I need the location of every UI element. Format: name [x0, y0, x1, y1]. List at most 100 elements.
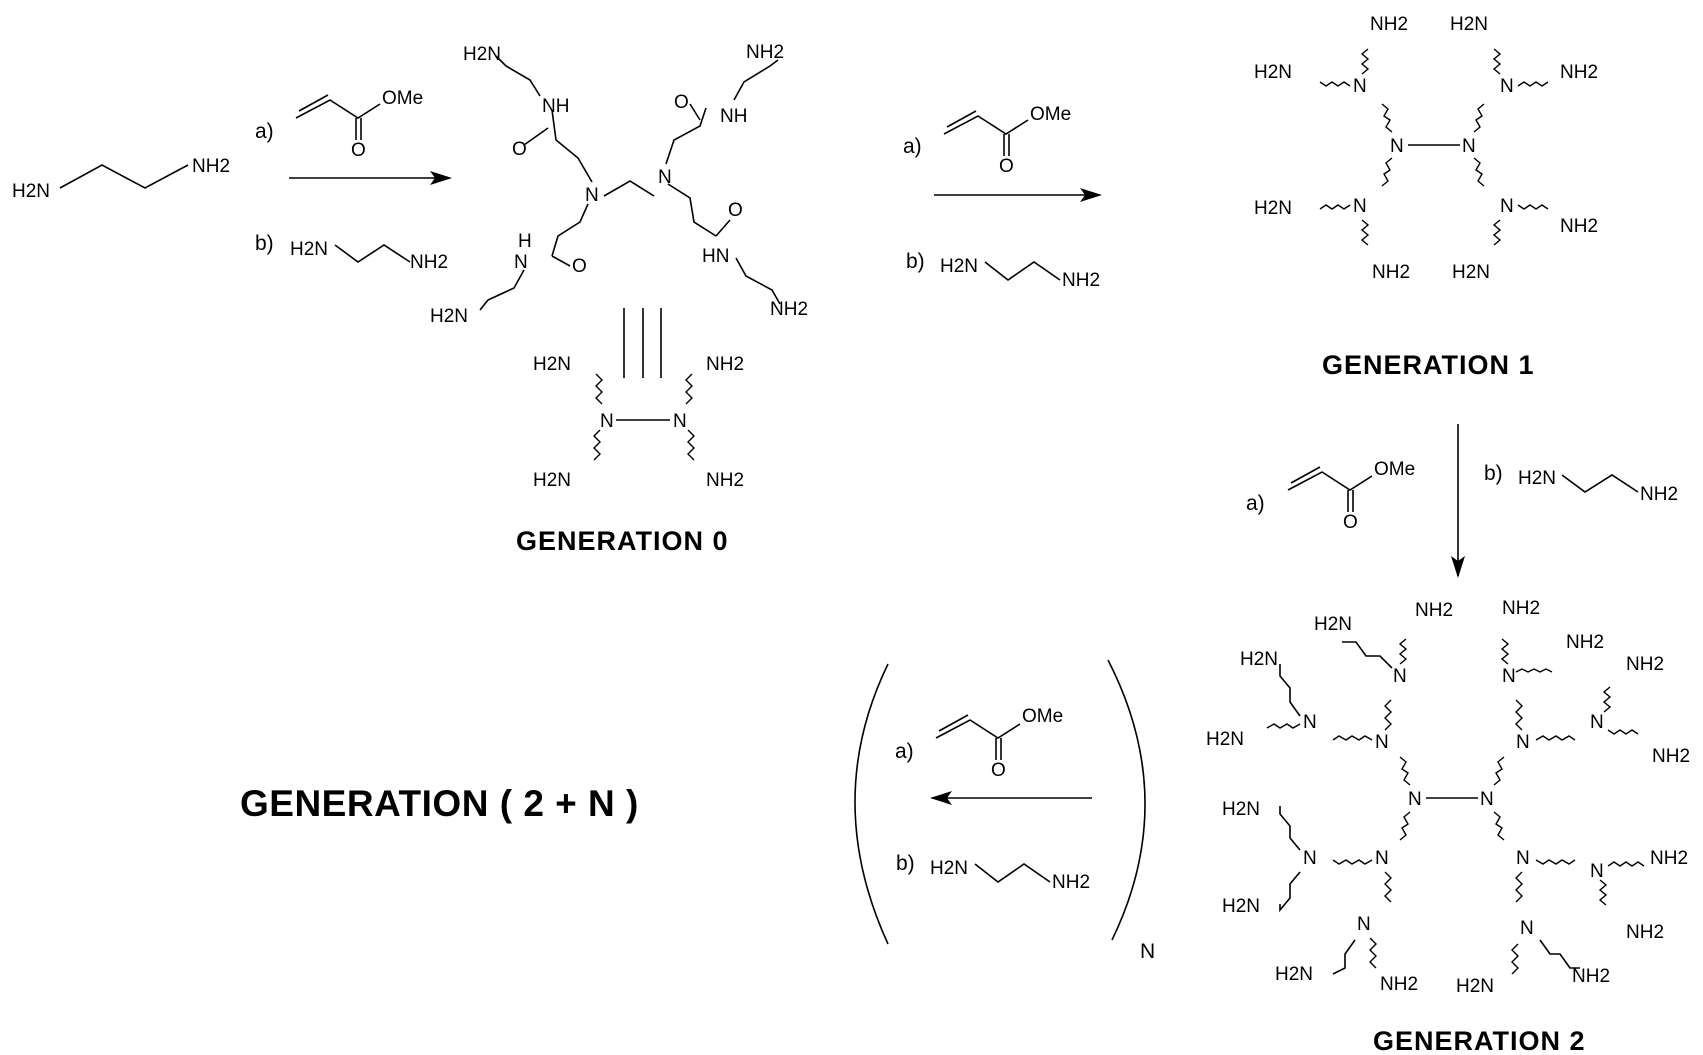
reagents-step2: a) O OMe b) H2N NH2 [903, 104, 1102, 291]
atom-nh2: NH2 [1560, 62, 1598, 83]
atom-nh2: NH2 [1626, 654, 1664, 675]
reagent-b-label: b) [255, 232, 274, 255]
atom-nh2: NH2 [1370, 14, 1408, 35]
repeated-step-bracket: N a) O OMe b) H2N NH2 [854, 659, 1155, 963]
atom-n: N [1500, 196, 1514, 217]
atom-h2n: H2N [930, 858, 968, 879]
atom-nh2: NH2 [1572, 966, 1610, 987]
atom-nh2: NH2 [192, 156, 230, 177]
atom-h2n: H2N [1518, 468, 1556, 489]
atom-n: N [1357, 914, 1371, 935]
generation-2-schematic: N N N N N N N N NH2 H2N H2N H2N N N NH2 … [1206, 598, 1690, 997]
bracket-subscript: N [1140, 940, 1155, 963]
atom-o: O [512, 139, 527, 160]
atom-h: H [518, 231, 532, 252]
atom-n: N [658, 167, 672, 188]
atom-nh2: NH2 [1626, 922, 1664, 943]
generation-0-schematic: N N H2N H2N NH2 NH2 [533, 354, 744, 491]
atom-n: N [1480, 789, 1494, 810]
atom-nh2: NH2 [1052, 872, 1090, 893]
atom-ome: OMe [382, 88, 423, 109]
atom-nh2: NH2 [1502, 598, 1540, 619]
reagent-a-label: a) [903, 135, 922, 158]
atom-n: N [1502, 666, 1516, 687]
atom-nh2: NH2 [1380, 974, 1418, 995]
atom-nh2: NH2 [1062, 270, 1100, 291]
atom-nh2: NH2 [706, 354, 744, 375]
atom-o: O [728, 200, 743, 221]
atom-nh2: NH2 [1560, 216, 1598, 237]
atom-h2n: H2N [1275, 964, 1313, 985]
atom-n: N [1590, 861, 1604, 882]
reagent-b-label: b) [896, 852, 915, 875]
atom-n: N [1303, 712, 1317, 733]
generation-0-label: GENERATION 0 [516, 526, 729, 556]
atom-nh2: NH2 [770, 299, 808, 320]
atom-h2n: H2N [1452, 262, 1490, 283]
atom-h2n: H2N [463, 44, 501, 65]
atom-n: N [585, 185, 599, 206]
atom-n: N [1462, 136, 1476, 157]
atom-n: N [1516, 848, 1530, 869]
atom-hn: HN [702, 246, 729, 267]
generation-1-schematic: N N N N N N NH2 H2N H2N NH2 H2N NH2 H2N … [1254, 14, 1598, 283]
right-parenthesis [1107, 659, 1146, 941]
left-parenthesis [854, 663, 889, 945]
generation-2-label: GENERATION 2 [1373, 1026, 1586, 1055]
generation-1-label: GENERATION 1 [1322, 350, 1535, 380]
atom-h2n: H2N [12, 181, 50, 202]
atom-h2n: H2N [940, 256, 978, 277]
atom-nh2: NH2 [1415, 600, 1453, 621]
reagent-a-label: a) [255, 120, 274, 143]
atom-o: O [674, 92, 689, 113]
atom-h2n: H2N [1206, 729, 1244, 750]
atom-nh2: NH2 [706, 470, 744, 491]
atom-n: N [1390, 136, 1404, 157]
atom-o: O [999, 156, 1014, 177]
atom-nh2: NH2 [1640, 484, 1678, 505]
reagent-a-label: a) [895, 740, 914, 763]
atom-h2n: H2N [1240, 649, 1278, 670]
atom-n: N [514, 252, 528, 273]
atom-ome: OMe [1022, 706, 1063, 727]
atom-h2n: H2N [1254, 62, 1292, 83]
atom-h2n: H2N [430, 306, 468, 327]
atom-o: O [991, 760, 1006, 781]
reagents-step3: a) O OMe b) H2N NH2 [1246, 424, 1678, 578]
atom-nh: NH [542, 96, 569, 117]
atom-h2n: H2N [1456, 976, 1494, 997]
atom-h2n: H2N [1314, 614, 1352, 635]
atom-o: O [351, 140, 366, 161]
atom-h2n: H2N [533, 470, 571, 491]
atom-nh2: NH2 [746, 42, 784, 63]
identity-sign [623, 308, 662, 378]
atom-nh: NH [720, 106, 747, 127]
reagent-a-label: a) [1246, 492, 1265, 515]
atom-h2n: H2N [1254, 198, 1292, 219]
atom-h2n: H2N [290, 239, 328, 260]
atom-n: N [1590, 712, 1604, 733]
atom-n: N [1500, 76, 1514, 97]
atom-o: O [572, 256, 587, 277]
atom-n: N [1408, 789, 1422, 810]
atom-h2n: H2N [1222, 896, 1260, 917]
atom-o: O [1343, 512, 1358, 533]
atom-n: N [1353, 196, 1367, 217]
atom-nh2: NH2 [1566, 632, 1604, 653]
atom-h2n: H2N [1222, 799, 1260, 820]
atom-h2n: H2N [533, 354, 571, 375]
atom-nh2: NH2 [1650, 848, 1688, 869]
atom-n: N [1375, 732, 1389, 753]
atom-n: N [1516, 732, 1530, 753]
atom-n: N [1303, 848, 1317, 869]
atom-n: N [1353, 76, 1367, 97]
atom-nh2: NH2 [410, 252, 448, 273]
reagent-b-label: b) [1484, 462, 1503, 485]
reagents-step1: a) O OMe b) H2N NH2 [255, 88, 452, 273]
atom-n: N [600, 411, 614, 432]
atom-n: N [673, 411, 687, 432]
atom-nh2: NH2 [1652, 746, 1690, 767]
ethylenediamine-start: H2N NH2 [12, 156, 230, 202]
atom-ome: OMe [1374, 459, 1415, 480]
